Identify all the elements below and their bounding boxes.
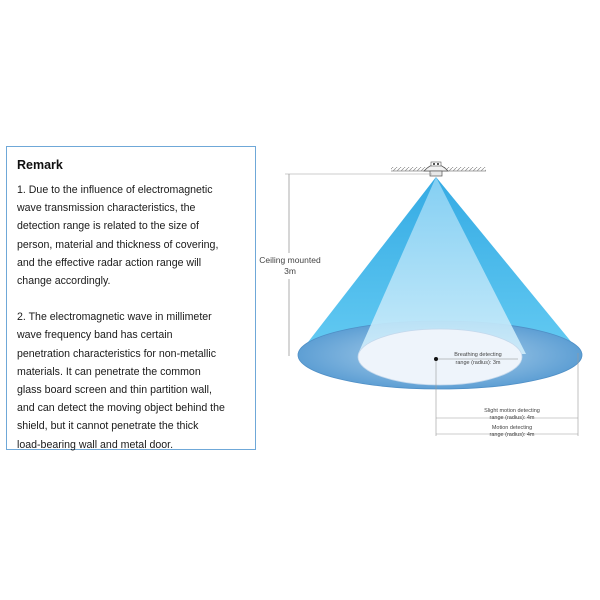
remark-panel: Remark 1. Due to the influence of electr…: [6, 146, 256, 451]
remark-paragraph-1: 1. Due to the influence of electromagnet…: [17, 184, 219, 288]
inner-detection-cone: [358, 177, 526, 354]
detection-range-diagram: Ceiling mounted 3m Breathing detecting r…: [256, 140, 596, 450]
breathing-range-value: range (radius): 3m: [456, 360, 501, 366]
diagram-svg: Ceiling mounted 3m Breathing detecting r…: [258, 161, 583, 438]
slight-motion-range-value: range (radius): 4m: [490, 415, 535, 421]
center-point: [434, 357, 438, 361]
motion-range-value: range (radius): 4m: [490, 432, 535, 438]
motion-range-label: Motion detecting: [492, 425, 532, 431]
breathing-range-label: Breathing detecting: [454, 352, 501, 358]
remark-paragraph-2: 2. The electromagnetic wave in millimete…: [17, 311, 225, 451]
ceiling-mounted-label: Ceiling mounted: [259, 255, 321, 265]
breathing-detection-disc: [358, 329, 522, 385]
breathing-detection-disc-edge: [357, 328, 523, 386]
remark-title: Remark: [17, 158, 63, 172]
ceiling-height-label: 3m: [284, 266, 296, 276]
slight-motion-range-label: Slight motion detecting: [484, 408, 540, 414]
radar-sensor-icon: [423, 161, 449, 177]
ceiling-label-backdrop: [258, 253, 322, 279]
